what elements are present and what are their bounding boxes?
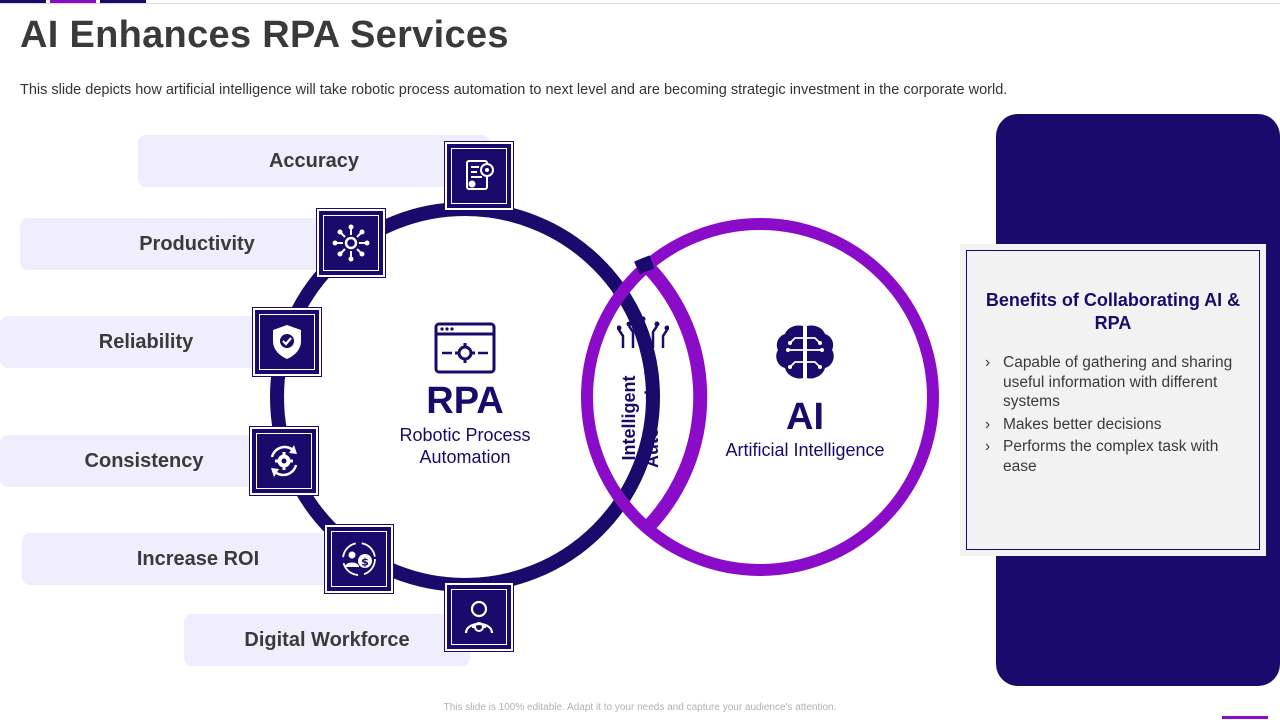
benefit-label: Consistency: [84, 449, 204, 472]
accuracy-document-icon: [444, 141, 514, 211]
network-gear-icon: [316, 208, 386, 278]
benefit-label: Increase ROI: [136, 547, 260, 570]
top-accent-bar: [0, 0, 1280, 4]
shield-check-icon: [252, 307, 322, 377]
benefit-pill-roi: Increase ROI: [22, 533, 374, 585]
top-accent-segment: [0, 0, 46, 3]
card-point: › Capable of gathering and sharing usefu…: [985, 353, 1241, 412]
ai-circle: [581, 218, 939, 576]
top-accent-segment: [50, 0, 96, 3]
benefit-pill-accuracy: Accuracy: [138, 135, 490, 187]
people-dollar-icon: $: [324, 524, 394, 594]
card-title: Benefits of Collaborating AI & RPA: [985, 290, 1241, 333]
chevron-right-icon: ›: [985, 438, 991, 455]
benefit-pill-digital-workforce: Digital Workforce: [184, 614, 470, 666]
card-point-text: Capable of gathering and sharing useful …: [1003, 354, 1233, 410]
ai-abbr: AI: [786, 396, 824, 438]
brain-circuit-icon: [773, 322, 837, 389]
chevron-right-icon: ›: [985, 354, 991, 371]
benefit-label: Accuracy: [268, 149, 360, 172]
page-subtitle: This slide depicts how artificial intell…: [20, 82, 1008, 98]
card-point-text: Performs the complex task with ease: [1003, 438, 1219, 475]
top-accent-segment: [100, 0, 146, 3]
rpa-arc-join: [634, 255, 655, 275]
benefit-label: Reliability: [98, 330, 194, 353]
top-divider: [0, 3, 1280, 4]
card-point: › Makes better decisions: [985, 415, 1241, 435]
benefits-card: Benefits of Collaborating AI & RPA › Cap…: [960, 244, 1266, 556]
benefit-label: Digital Workforce: [244, 628, 410, 651]
benefits-card-border: Benefits of Collaborating AI & RPA › Cap…: [966, 250, 1260, 550]
card-point-text: Makes better decisions: [1003, 415, 1162, 433]
benefit-label: Productivity: [139, 232, 255, 255]
svg-text:$: $: [361, 556, 369, 569]
rpa-abbr: RPA: [426, 380, 504, 422]
browser-gear-icon: [434, 322, 496, 379]
footer-note: This slide is 100% editable. Adapt it to…: [443, 702, 837, 713]
robot-worker-icon: [444, 582, 514, 652]
ai-full-name: Artificial Intelligence: [725, 440, 885, 460]
benefit-pill-productivity: Productivity: [20, 218, 374, 270]
card-point: › Performs the complex task with ease: [985, 437, 1241, 476]
overlap-arc: [643, 263, 708, 531]
chevron-right-icon: ›: [985, 415, 991, 433]
refresh-gear-icon: [249, 426, 319, 496]
rpa-full-name: Robotic Process Automation: [399, 425, 531, 467]
page-title: AI Enhances RPA Services: [20, 14, 509, 56]
benefit-pill-reliability: Reliability: [0, 316, 292, 368]
circuit-icon: [616, 314, 670, 355]
benefit-pill-consistency: Consistency: [0, 435, 288, 487]
corner-accent: [1222, 716, 1268, 719]
overlap-label: Intelligent Automation: [619, 368, 662, 468]
